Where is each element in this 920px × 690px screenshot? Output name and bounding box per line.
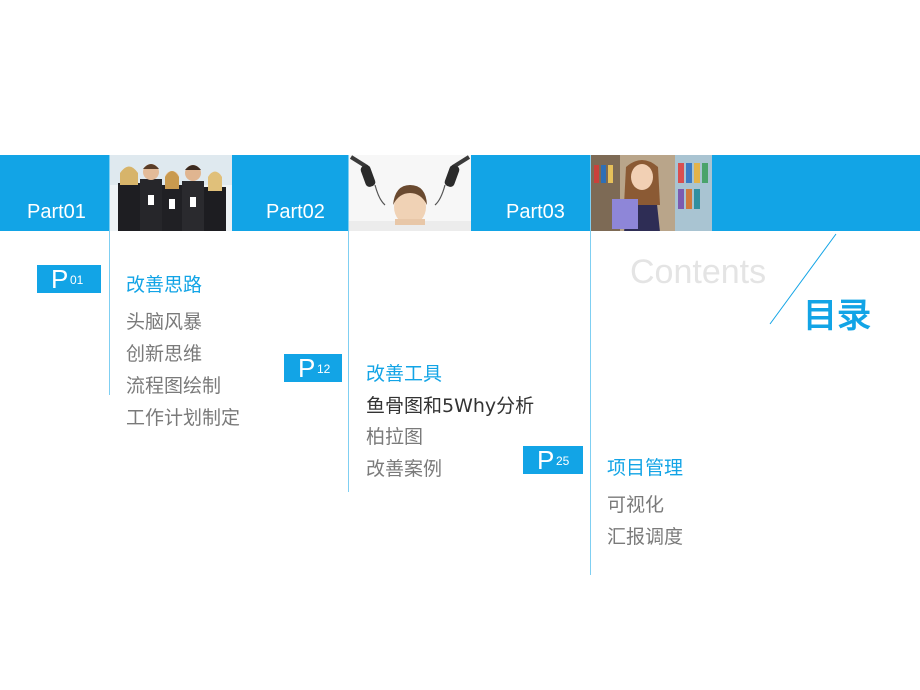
part-label-3: Part03 — [506, 201, 565, 223]
list-item: 头脑风暴 — [126, 311, 203, 333]
section-title-3: 项目管理 — [607, 457, 684, 479]
page-badge-2: P 12 — [284, 354, 342, 382]
contents-watermark: Contents — [630, 253, 767, 291]
phones-photo — [349, 155, 471, 232]
list-item: 可视化 — [607, 494, 665, 516]
section-title-2: 改善工具 — [366, 363, 443, 385]
section-line-3 — [590, 155, 591, 575]
badge-letter: P — [537, 445, 555, 475]
list-item: 鱼骨图和5Why分析 — [366, 395, 535, 417]
page-badge-3: P 25 — [523, 446, 583, 474]
list-item: 工作计划制定 — [126, 407, 241, 429]
list-item: 柏拉图 — [366, 426, 424, 448]
section-title-1: 改善思路 — [126, 274, 203, 296]
section-line-2 — [348, 155, 349, 492]
team-photo — [110, 155, 232, 232]
badge-letter: P — [298, 353, 316, 383]
student-photo — [590, 155, 712, 232]
diagonal-divider — [769, 233, 837, 325]
band-divider — [0, 231, 920, 233]
list-item: 流程图绘制 — [126, 375, 222, 397]
part-label-1: Part01 — [27, 201, 86, 223]
list-item: 创新思维 — [126, 343, 203, 365]
badge-letter: P — [51, 264, 69, 294]
list-item: 汇报调度 — [607, 526, 684, 548]
list-item: 改善案例 — [366, 458, 443, 480]
section-line-1 — [109, 155, 110, 395]
badge-number: 25 — [556, 454, 570, 468]
part-label-2: Part02 — [266, 201, 325, 223]
badge-number: 12 — [317, 362, 331, 376]
page-badge-1: P 01 — [37, 265, 101, 293]
badge-number: 01 — [70, 273, 84, 287]
page-title: 目录 — [803, 296, 871, 336]
